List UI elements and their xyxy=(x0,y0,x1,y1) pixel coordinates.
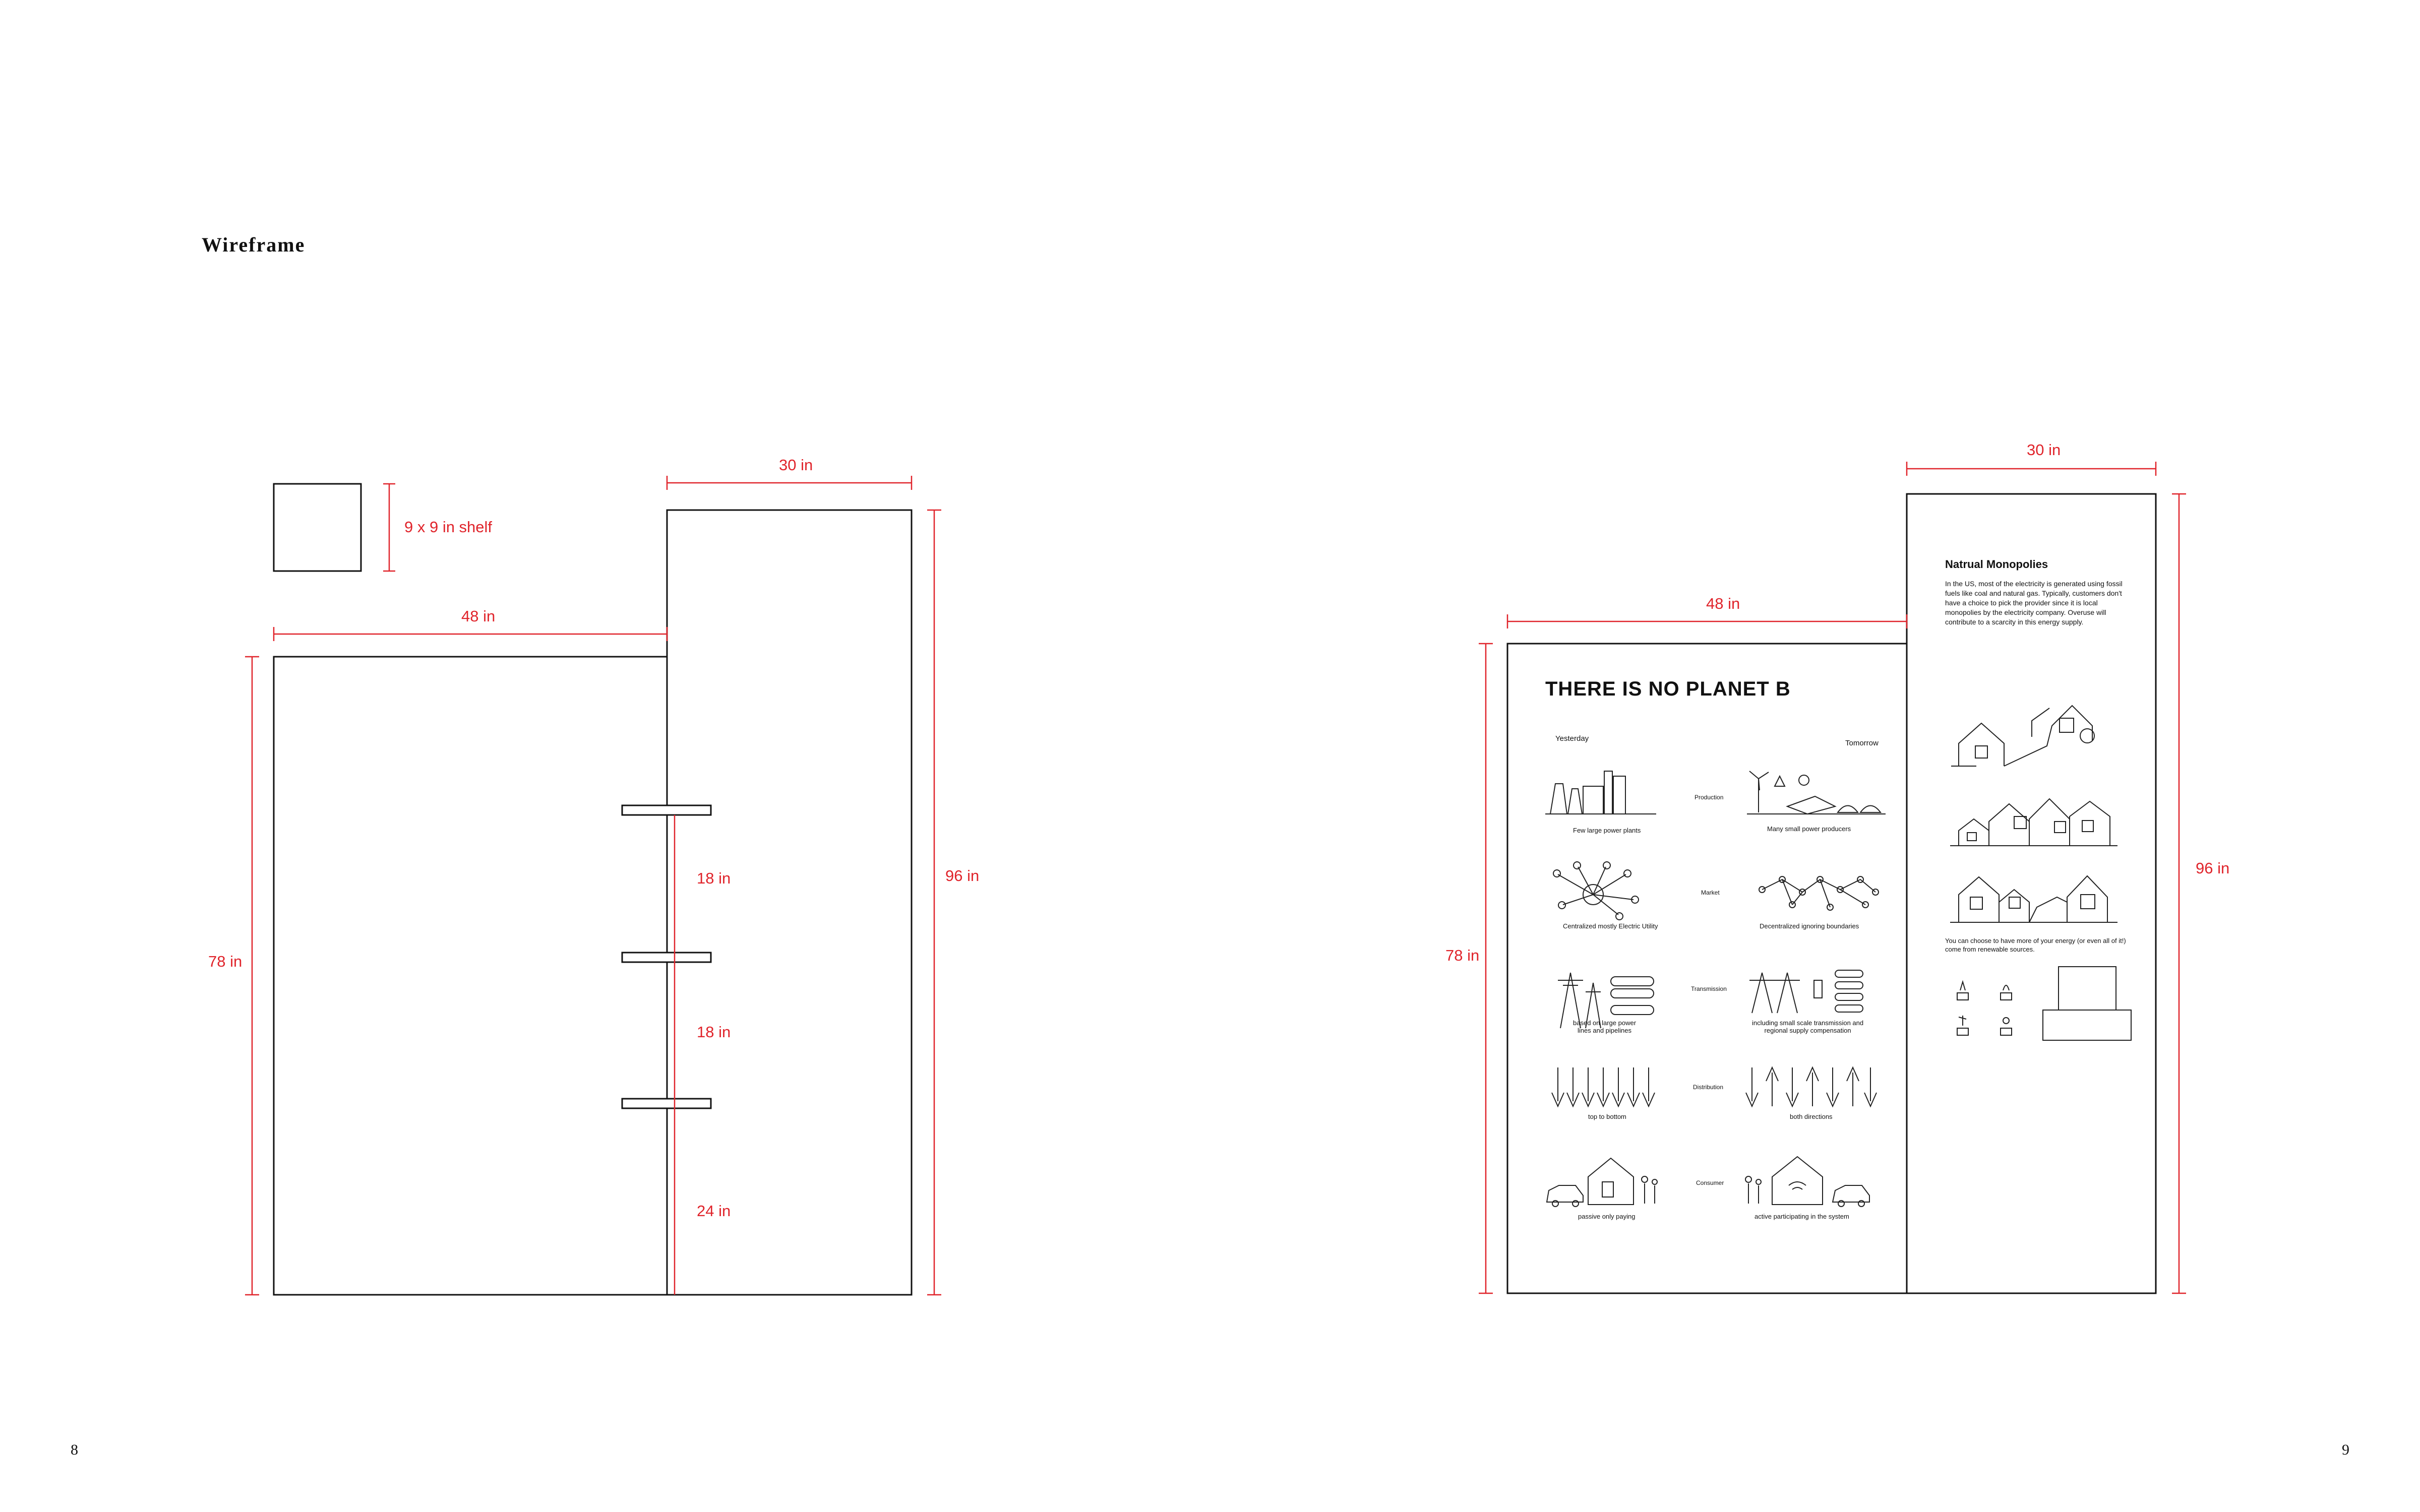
row-label-distribution: Distribution xyxy=(1693,1084,1724,1091)
page-number-left: 8 xyxy=(71,1441,78,1458)
page-title: Wireframe xyxy=(202,233,306,256)
caption-consumer-tomorrow: active participating in the system xyxy=(1754,1213,1849,1220)
row-label-production: Production xyxy=(1695,794,1724,801)
left-width-side-label: 30 in xyxy=(779,456,813,474)
shelf-gap-3-label: 24 in xyxy=(697,1202,731,1220)
wind-solar-icon xyxy=(1747,771,1886,815)
houses-row-2-icon xyxy=(1950,798,2118,846)
centralized-network-icon xyxy=(1553,861,1639,920)
side-panel xyxy=(666,509,913,1296)
pylon-pipeline-icon xyxy=(1558,972,1654,1029)
right-height-side-label: 96 in xyxy=(2196,859,2230,877)
consumer-passive-icon xyxy=(1546,1157,1658,1207)
yesterday-header: Yesterday xyxy=(1555,734,1589,743)
caption-distribution-tomorrow: both directions xyxy=(1790,1113,1833,1120)
left-height-main-label: 78 in xyxy=(208,953,243,970)
right-side-panel xyxy=(1906,493,2157,1294)
houses-row-1-icon xyxy=(1951,705,2095,767)
consumer-active-icon xyxy=(1745,1156,1870,1207)
caption-market-tomorrow: Decentralized ignoring boundaries xyxy=(1760,922,1859,930)
shelf-gap-1-label: 18 in xyxy=(697,869,731,887)
left-wireframe xyxy=(273,483,913,1296)
right-width-side-label: 30 in xyxy=(2027,441,2061,459)
shelf-3 xyxy=(621,1098,712,1109)
left-dimension-lines xyxy=(245,476,941,1296)
right-layout xyxy=(1506,493,2157,1294)
arrows-down-icon xyxy=(1551,1067,1655,1108)
main-panel xyxy=(273,656,668,1296)
caption-distribution-yesterday: top to bottom xyxy=(1588,1113,1626,1120)
caption-production-yesterday: Few large power plants xyxy=(1573,827,1641,834)
decentralized-network-icon xyxy=(1759,876,1879,911)
pylon-battery-icon xyxy=(1749,970,1863,1014)
side-panel-body: In the US, most of the electricity is ge… xyxy=(1945,580,2123,626)
left-width-main-label: 48 in xyxy=(461,607,496,625)
row-label-market: Market xyxy=(1701,889,1720,896)
panel-headline: THERE IS NO PLANET B xyxy=(1545,678,1791,700)
left-height-side-label: 96 in xyxy=(945,867,980,885)
renewable-choice-text: You can choose to have more of your ener… xyxy=(1945,937,2126,953)
renewable-options-icon xyxy=(1957,980,2012,1036)
right-width-main-label: 48 in xyxy=(1706,595,1740,612)
shelf-box xyxy=(273,483,362,572)
row-label-transmission: Transmission xyxy=(1691,985,1727,992)
side-panel-title: Natrual Monopolies xyxy=(1945,558,2048,571)
right-dimension-lines xyxy=(1479,462,2186,1294)
houses-row-3-icon xyxy=(1950,875,2118,923)
power-plant-icon xyxy=(1545,771,1656,814)
caption-consumer-yesterday: passive only paying xyxy=(1578,1213,1636,1220)
caption-transmission-yesterday: based on large power lines and pipelines xyxy=(1573,1019,1637,1034)
caption-market-yesterday: Centralized mostly Electric Utility xyxy=(1563,922,1658,930)
kiosk-box-icon xyxy=(2042,966,2132,1041)
tomorrow-header: Tomorrow xyxy=(1845,739,1879,747)
caption-production-tomorrow: Many small power producers xyxy=(1767,825,1851,833)
page-number-right: 9 xyxy=(2342,1441,2349,1458)
caption-transmission-tomorrow: including small scale transmission and r… xyxy=(1752,1019,1864,1034)
shelf-gap-2-label: 18 in xyxy=(697,1023,731,1041)
right-height-main-label: 78 in xyxy=(1445,947,1480,964)
shelf-1 xyxy=(621,804,712,816)
arrows-both-icon xyxy=(1745,1066,1877,1108)
shelf-size-label: 9 x 9 in shelf xyxy=(404,518,493,536)
row-label-consumer: Consumer xyxy=(1696,1179,1724,1186)
shelf-2 xyxy=(621,952,712,963)
panel-icons xyxy=(1545,705,2132,1207)
